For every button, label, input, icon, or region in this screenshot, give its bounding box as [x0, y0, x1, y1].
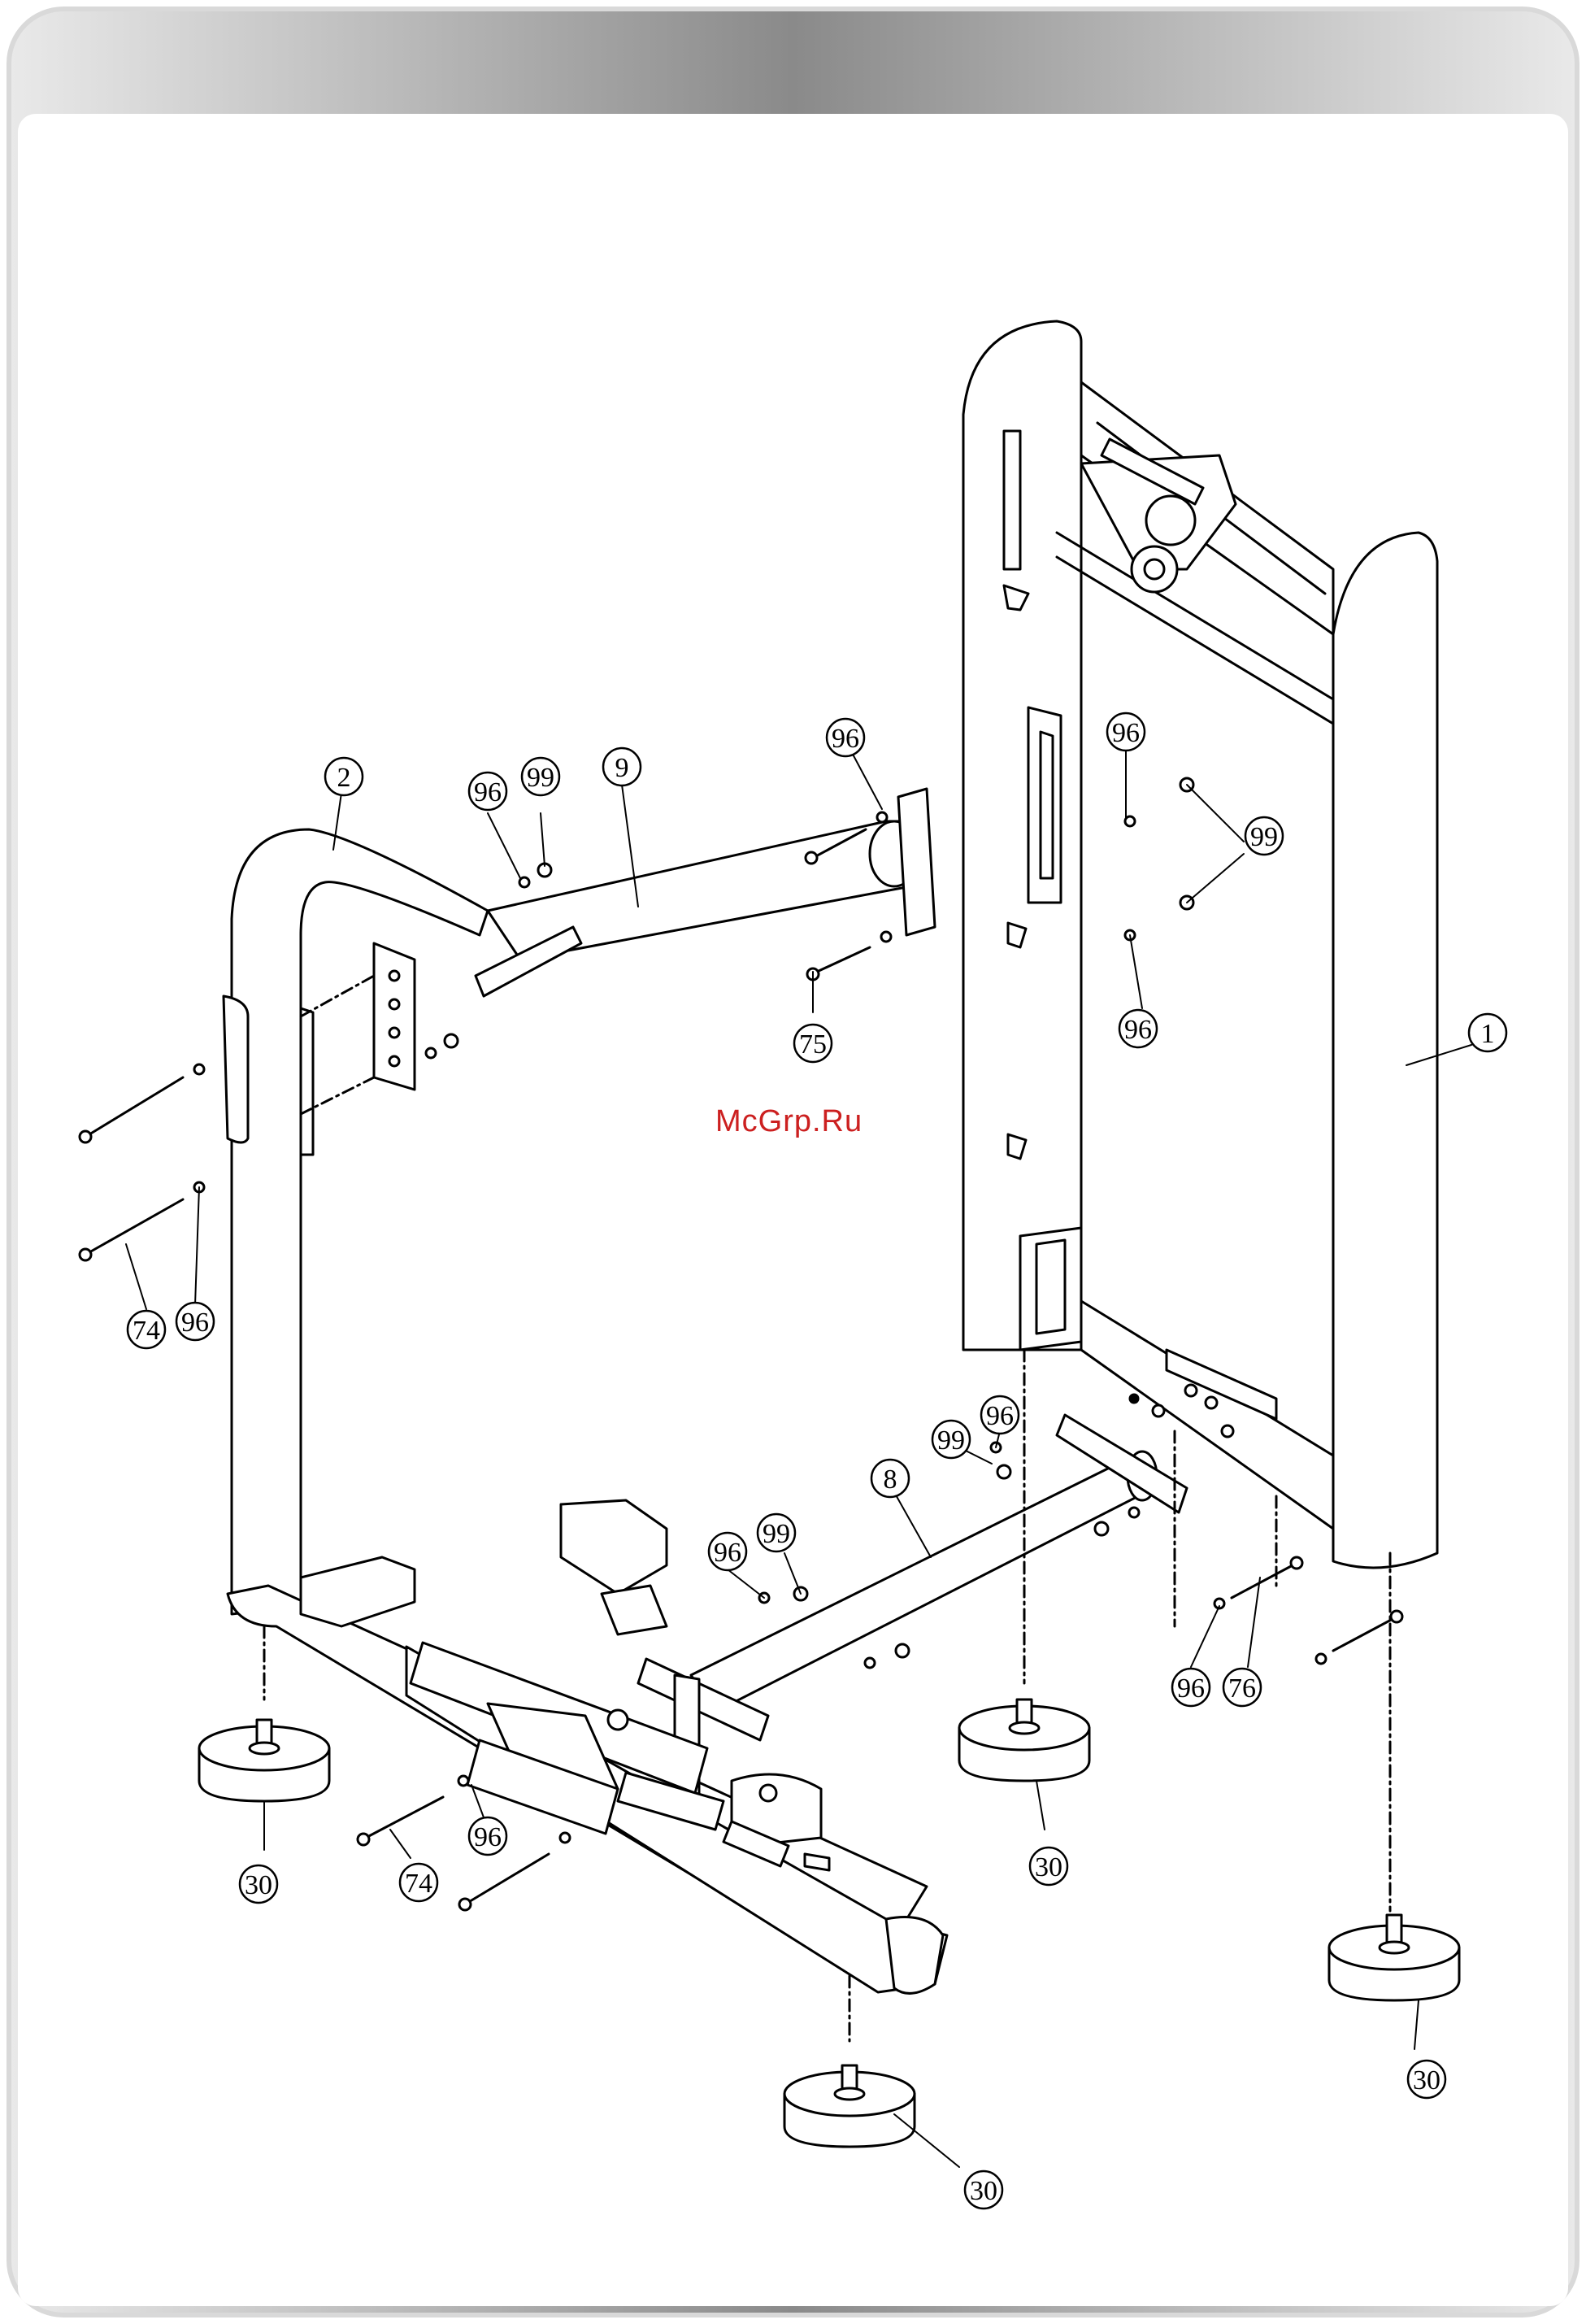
- callout-96e: 96: [176, 1303, 214, 1340]
- callout-1: 1: [1469, 1014, 1506, 1051]
- callout-96i: 96: [469, 1817, 506, 1855]
- callout-8: 8: [871, 1460, 909, 1497]
- callout-96f: 96: [981, 1396, 1019, 1434]
- callout-30a: 30: [240, 1865, 277, 1903]
- svg-text:2: 2: [337, 763, 351, 793]
- svg-text:96: 96: [474, 1822, 502, 1852]
- callout-76: 76: [1223, 1669, 1261, 1706]
- svg-text:99: 99: [527, 763, 554, 793]
- callout-2: 2: [325, 758, 363, 795]
- callout-99a: 99: [522, 758, 559, 795]
- svg-text:74: 74: [133, 1316, 160, 1346]
- svg-text:30: 30: [970, 2176, 997, 2206]
- callout-99c: 99: [932, 1421, 970, 1458]
- svg-text:99: 99: [1250, 822, 1278, 852]
- callout-96a: 96: [469, 772, 506, 810]
- callout-74b: 74: [400, 1864, 437, 1901]
- callout-30d: 30: [965, 2171, 1002, 2209]
- callout-9: 9: [603, 748, 641, 786]
- svg-text:96: 96: [1112, 718, 1140, 748]
- svg-text:1: 1: [1481, 1019, 1495, 1049]
- svg-text:99: 99: [937, 1425, 965, 1456]
- leveling-foot-left: [199, 1720, 329, 1801]
- callout-30c: 30: [1408, 2061, 1445, 2098]
- svg-text:8: 8: [884, 1464, 897, 1495]
- svg-text:96: 96: [986, 1401, 1014, 1431]
- callout-96h: 96: [1172, 1669, 1210, 1706]
- svg-text:96: 96: [1124, 1015, 1152, 1045]
- svg-text:9: 9: [615, 753, 629, 783]
- svg-text:96: 96: [181, 1308, 209, 1338]
- svg-text:96: 96: [714, 1538, 741, 1568]
- svg-text:99: 99: [763, 1519, 790, 1549]
- svg-text:30: 30: [1413, 2065, 1440, 2096]
- callout-96d: 96: [1119, 1010, 1157, 1047]
- callout-30b: 30: [1030, 1847, 1067, 1885]
- svg-text:75: 75: [799, 1029, 827, 1060]
- svg-text:76: 76: [1228, 1673, 1256, 1704]
- svg-text:96: 96: [474, 777, 502, 807]
- leveling-foot-front: [784, 2065, 915, 2147]
- svg-text:30: 30: [245, 1870, 272, 1900]
- callout-96g: 96: [709, 1533, 746, 1570]
- callout-96c: 96: [1107, 713, 1145, 751]
- svg-text:30: 30: [1035, 1852, 1062, 1882]
- leveling-foot-center: [959, 1699, 1089, 1781]
- callout-75: 75: [794, 1025, 832, 1062]
- svg-text:96: 96: [832, 724, 859, 754]
- callout-99d: 99: [758, 1514, 795, 1552]
- callout-96b: 96: [827, 719, 864, 756]
- svg-text:74: 74: [405, 1869, 432, 1899]
- watermark-text: McGrp.Ru: [715, 1104, 863, 1139]
- callout-99b: 99: [1245, 817, 1283, 855]
- callout-74a: 74: [128, 1311, 165, 1348]
- svg-text:96: 96: [1177, 1673, 1205, 1704]
